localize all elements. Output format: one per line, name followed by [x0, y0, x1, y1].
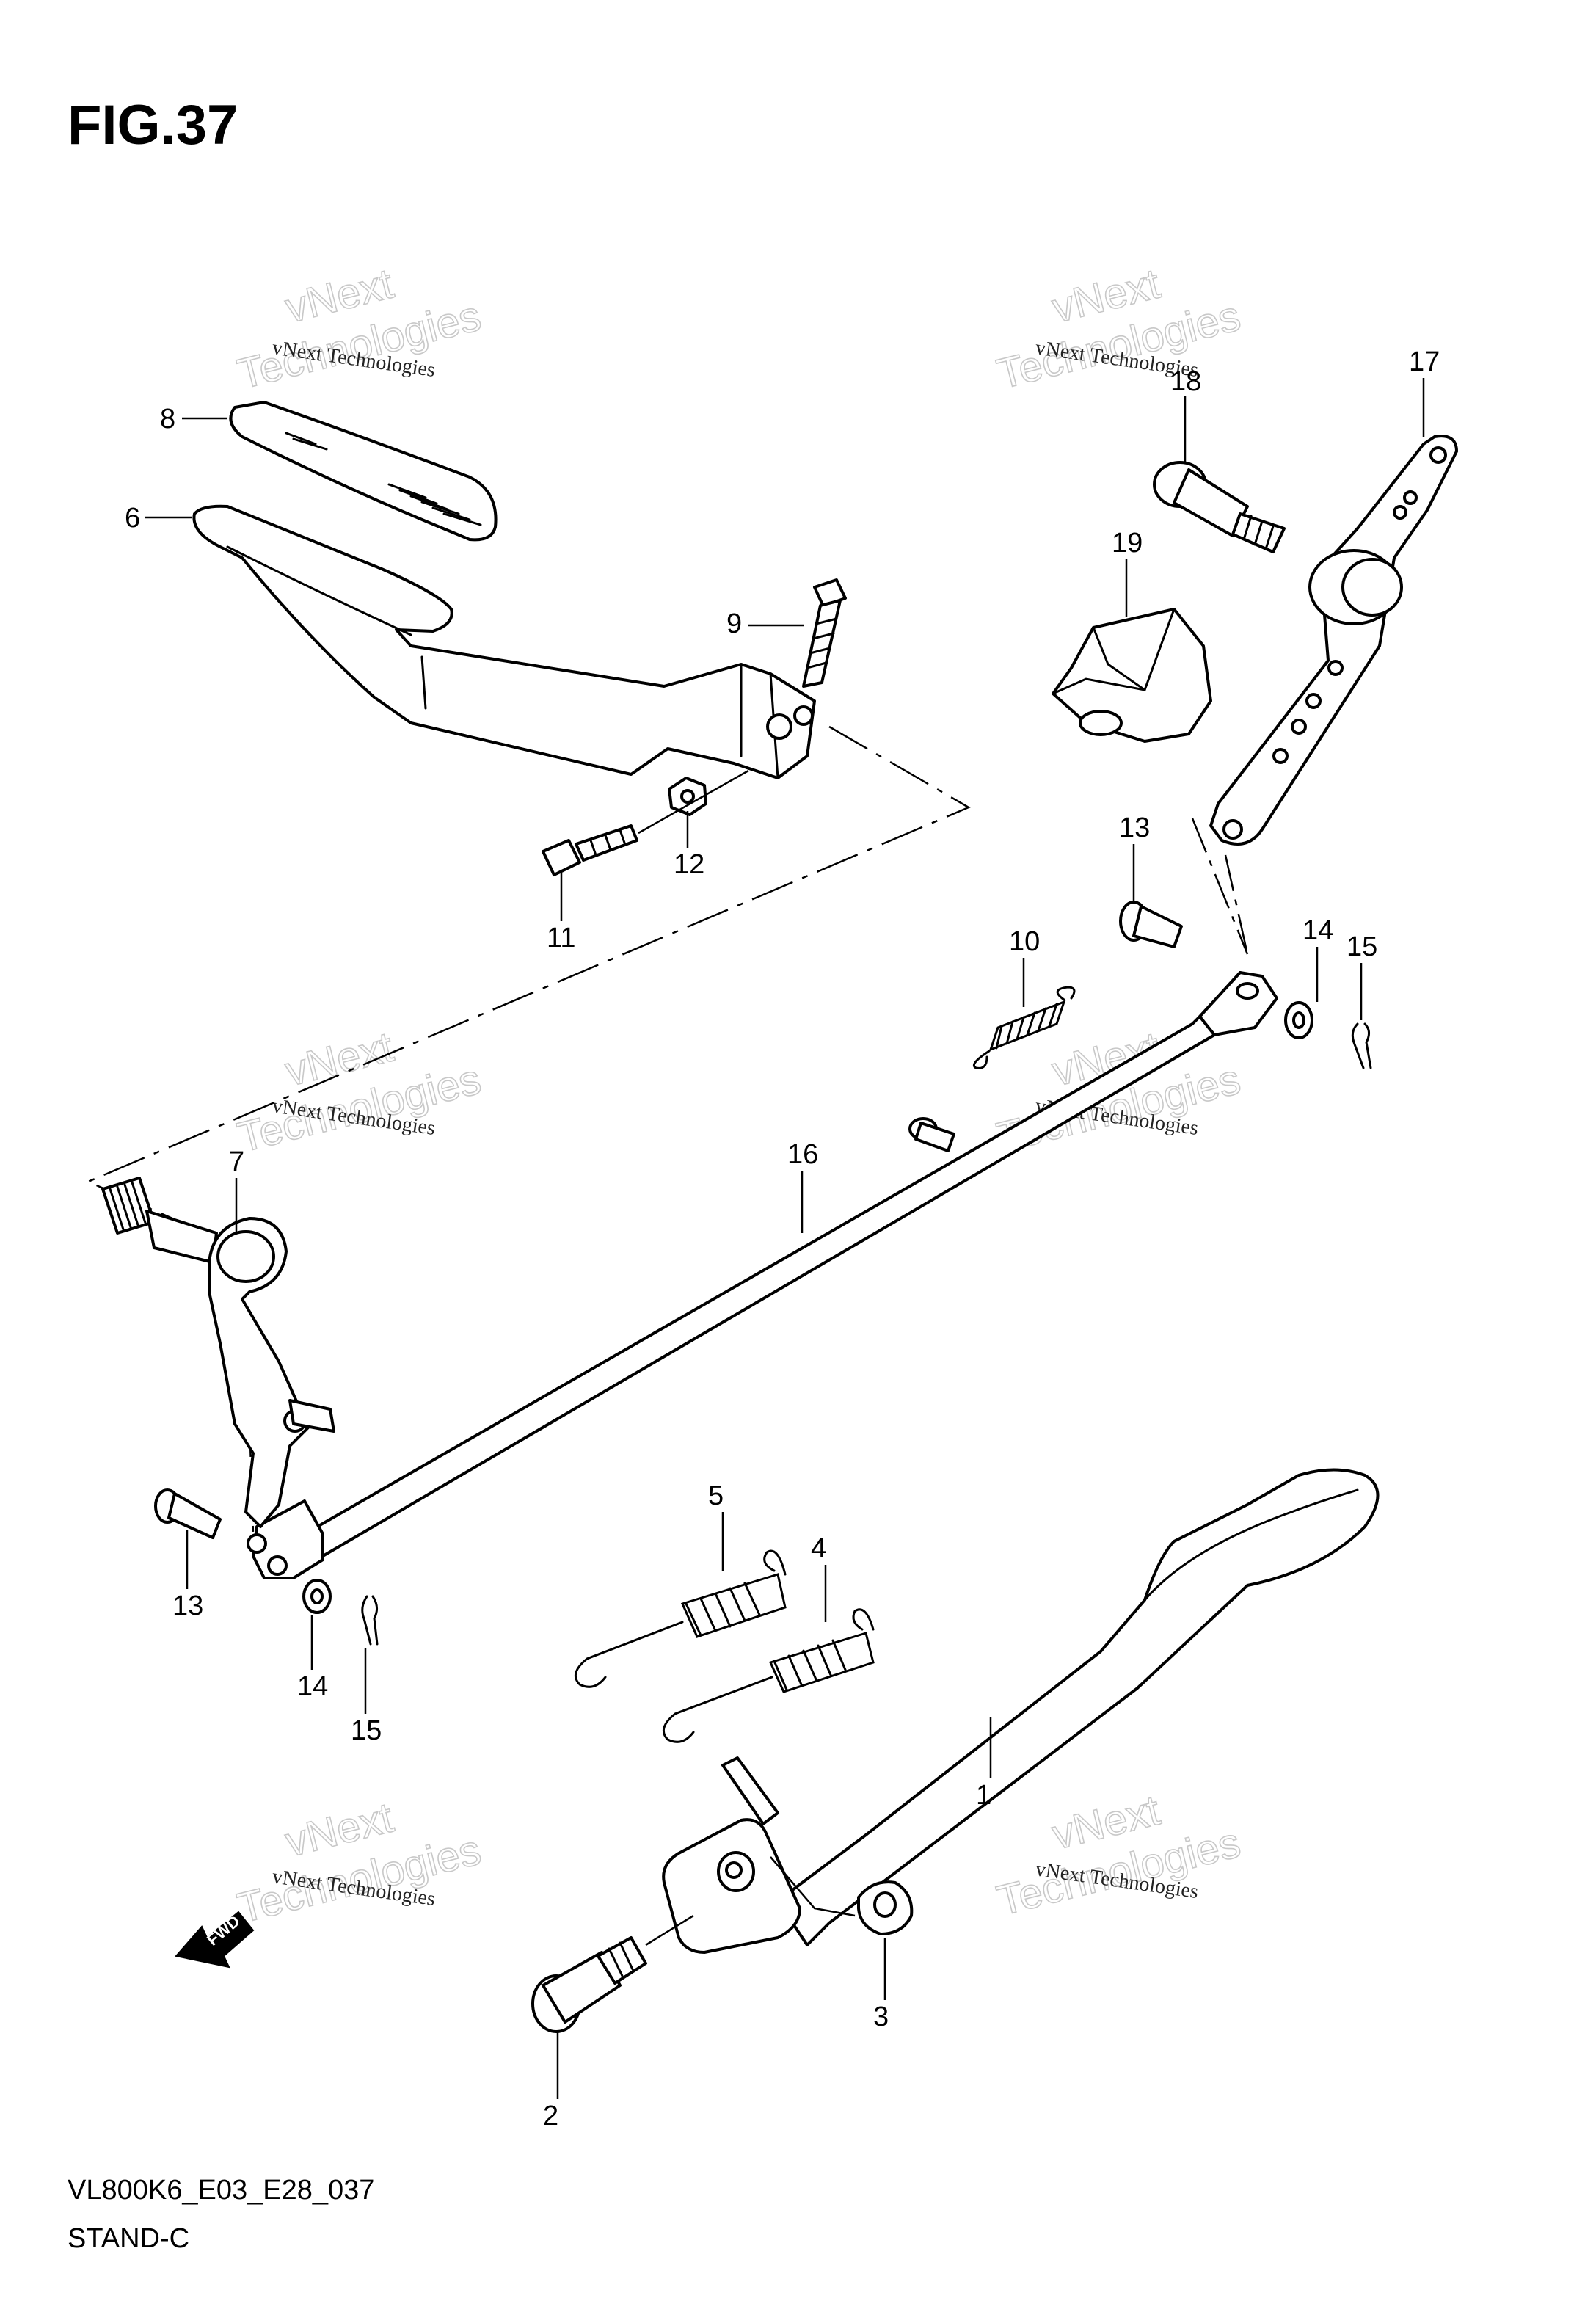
callout-15-top: 15 [1347, 931, 1377, 1020]
callout-6: 6 [125, 503, 192, 534]
svg-text:13: 13 [172, 1591, 203, 1621]
svg-text:18: 18 [1170, 366, 1201, 397]
callout-13-bottom: 13 [172, 1530, 203, 1621]
svg-text:12: 12 [674, 849, 704, 880]
cotter-pin-part-15-bottom [361, 1595, 379, 1646]
svg-text:15: 15 [351, 1715, 382, 1746]
section-name: STAND-C [68, 2223, 189, 2254]
svg-text:11: 11 [547, 923, 575, 953]
svg-text:2: 2 [543, 2101, 558, 2131]
callout-11: 11 [547, 873, 575, 953]
nut-part-3 [857, 1880, 914, 1935]
svg-text:14: 14 [1302, 915, 1333, 946]
pivot-bolt-part-2 [531, 1936, 647, 2033]
svg-text:9: 9 [726, 608, 742, 639]
clevis-pin-part-13-top [1119, 901, 1183, 948]
spring-part-5 [574, 1549, 787, 1688]
callout-3: 3 [873, 1938, 889, 2032]
watermark-bottom-right: vNext Technologies vNext Technologies [992, 1786, 1246, 1926]
side-stand-part-1 [662, 1468, 1380, 1954]
callout-labels: 8 6 9 12 11 18 17 19 13 10 14 15 16 7 13… [125, 346, 1440, 2131]
lever-arm-part-17 [1209, 435, 1458, 846]
svg-text:13: 13 [1119, 813, 1150, 843]
svg-text:15: 15 [1347, 931, 1377, 962]
model-code: VL800K6_E03_E28_037 [68, 2175, 374, 2206]
footrest-rubber-part-8 [229, 401, 498, 542]
svg-text:4: 4 [811, 1533, 826, 1564]
callout-2: 2 [543, 2033, 559, 2131]
callout-14-bottom: 14 [297, 1615, 328, 1702]
callout-9: 9 [726, 608, 804, 639]
svg-text:5: 5 [708, 1480, 724, 1511]
watermark-top-left: vNext Technologies vNext Technologies [233, 259, 487, 399]
pivot-bolt-part-18 [1153, 461, 1286, 553]
watermark-mid-left: vNext Technologies vNext Technologies [233, 1022, 487, 1163]
svg-text:1: 1 [976, 1780, 991, 1811]
callout-5: 5 [708, 1480, 724, 1571]
callout-8: 8 [160, 404, 227, 435]
svg-text:19: 19 [1112, 528, 1143, 559]
svg-text:3: 3 [873, 2002, 889, 2032]
bolt-part-9 [802, 578, 847, 688]
cotter-pin-part-15-top [1351, 1022, 1372, 1069]
svg-text:17: 17 [1409, 346, 1440, 377]
cover-part-19 [1052, 608, 1212, 743]
watermark-top-right: vNext Technologies vNext Technologies [992, 259, 1246, 399]
callout-17: 17 [1409, 346, 1440, 437]
clevis-pin-part-13-bottom [154, 1488, 222, 1539]
callout-18: 18 [1170, 366, 1201, 462]
stand-rod-part-16 [247, 971, 1278, 1579]
callout-1: 1 [976, 1717, 992, 1811]
svg-text:16: 16 [787, 1139, 818, 1170]
callout-7: 7 [229, 1146, 244, 1233]
callout-12: 12 [674, 811, 704, 880]
callout-14-top: 14 [1302, 915, 1333, 1002]
svg-text:8: 8 [160, 404, 175, 435]
callout-10: 10 [1009, 926, 1040, 1007]
footrest-arm-part-6 [192, 504, 816, 779]
svg-text:6: 6 [125, 503, 140, 534]
fwd-arrow-icon: FWD [175, 1911, 255, 1969]
spring-part-10 [972, 986, 1076, 1069]
callout-13-top: 13 [1119, 813, 1150, 901]
svg-text:10: 10 [1009, 926, 1040, 957]
svg-text:14: 14 [297, 1671, 328, 1702]
shaft-arm-part-7 [101, 1177, 335, 1528]
figure-title: FIG.37 [68, 94, 238, 156]
bolt-part-11 [542, 824, 638, 876]
spring-part-4 [662, 1608, 875, 1743]
callout-16: 16 [787, 1139, 818, 1233]
washer-part-14-top [1284, 1001, 1313, 1039]
watermark-bottom-left: vNext Technologies vNext Technologies [233, 1793, 487, 1933]
callout-15-bottom: 15 [351, 1648, 382, 1746]
svg-text:7: 7 [229, 1146, 244, 1177]
nut-part-12 [668, 777, 707, 816]
callout-19: 19 [1112, 528, 1143, 617]
callout-4: 4 [811, 1533, 827, 1622]
washer-part-14-bottom [302, 1579, 332, 1614]
